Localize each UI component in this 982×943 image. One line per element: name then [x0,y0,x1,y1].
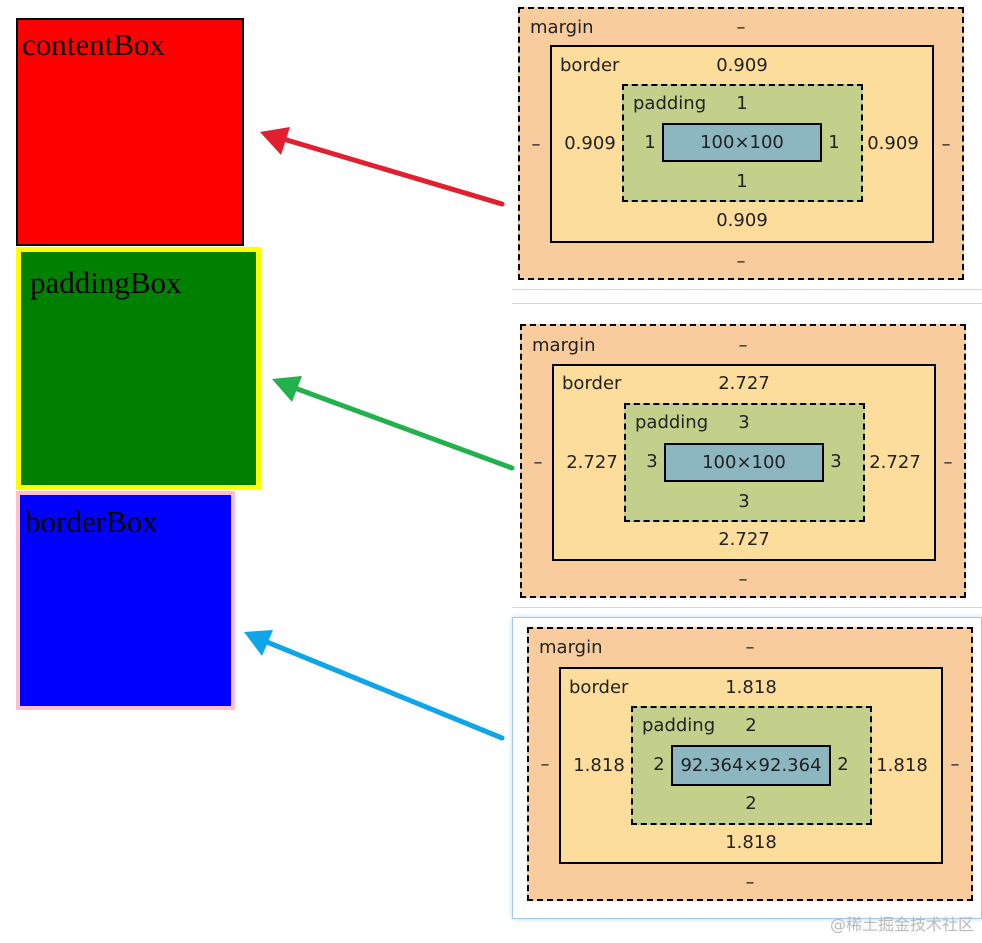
watermark: @稀土掘金技术社区 [829,915,974,934]
margin-label: margin [539,637,603,658]
margin-label: margin [530,17,594,38]
box-model-panel-2: margin – – – – border 2.727 2.727 2.727 … [512,303,982,608]
border-right-value: 2.727 [869,452,921,473]
padding-left-value: 2 [653,754,665,775]
content-size-box: 92.364×92.364 [671,745,831,786]
border-left-value: 0.909 [564,133,616,154]
content-size-box: 100×100 [664,443,824,482]
border-box-demo: borderBox [16,491,235,710]
content-size-box: 100×100 [662,123,822,162]
box-model-panel-3: margin – – – – border 1.818 1.818 1.818 … [512,617,982,919]
margin-box: margin – – – – border 2.727 2.727 2.727 … [520,324,966,598]
padding-box-demo: paddingBox [16,247,261,490]
padding-bottom-value: 2 [745,793,757,814]
border-left-value: 1.818 [573,755,625,776]
padding-top-value: 3 [738,412,750,433]
padding-right-value: 2 [837,754,849,775]
margin-left-value: – [533,452,543,473]
arrow-blue [244,630,505,741]
padding-label: padding [642,715,716,736]
border-box-label: borderBox [25,504,158,539]
border-label: border [569,677,629,698]
border-top-value: 0.909 [716,55,768,76]
box-model-panel-1: margin – – – – border 0.909 0.909 0.909 … [512,0,982,290]
border-label: border [560,55,620,76]
padding-bottom-value: 1 [736,171,748,192]
border-box: border 1.818 1.818 1.818 1.818 padding 2… [559,667,943,864]
margin-right-value: – [943,452,953,473]
margin-top-value: – [736,17,746,38]
margin-bottom-value: – [738,569,748,590]
border-left-value: 2.727 [566,452,618,473]
margin-right-value: – [950,754,960,775]
margin-right-value: – [941,134,951,155]
border-top-value: 1.818 [725,677,777,698]
padding-bottom-value: 3 [738,491,750,512]
padding-box: padding 3 3 3 3 100×100 [624,403,865,522]
arrow-red [260,127,505,207]
content-box-demo: contentBox [16,18,244,246]
border-bottom-value: 2.727 [718,529,770,550]
margin-bottom-value: – [745,872,755,893]
content-box-label: contentBox [22,27,165,62]
padding-box: padding 2 2 2 2 92.364×92.364 [631,706,872,825]
padding-box-label: paddingBox [30,265,182,300]
border-label: border [562,373,622,394]
border-box: border 2.727 2.727 2.727 2.727 padding 3… [552,364,936,561]
padding-right-value: 1 [828,132,840,153]
padding-box: padding 1 1 1 1 100×100 [622,84,863,202]
padding-label: padding [635,412,709,433]
padding-label: padding [633,93,707,114]
margin-box: margin – – – – border 0.909 0.909 0.909 … [518,7,964,280]
border-right-value: 1.818 [876,755,928,776]
margin-left-value: – [540,754,550,775]
padding-top-value: 2 [745,715,757,736]
margin-bottom-value: – [736,251,746,272]
border-bottom-value: 0.909 [716,210,768,231]
border-top-value: 2.727 [718,373,770,394]
padding-right-value: 3 [830,451,842,472]
margin-label: margin [532,335,596,356]
border-box: border 0.909 0.909 0.909 0.909 padding 1… [550,45,934,243]
arrow-green [272,376,515,471]
padding-left-value: 1 [644,132,656,153]
margin-left-value: – [531,134,541,155]
margin-top-value: – [738,335,748,356]
padding-left-value: 3 [646,451,658,472]
border-right-value: 0.909 [867,133,919,154]
margin-top-value: – [745,637,755,658]
margin-box: margin – – – – border 1.818 1.818 1.818 … [527,627,973,901]
border-bottom-value: 1.818 [725,832,777,853]
padding-top-value: 1 [736,93,748,114]
